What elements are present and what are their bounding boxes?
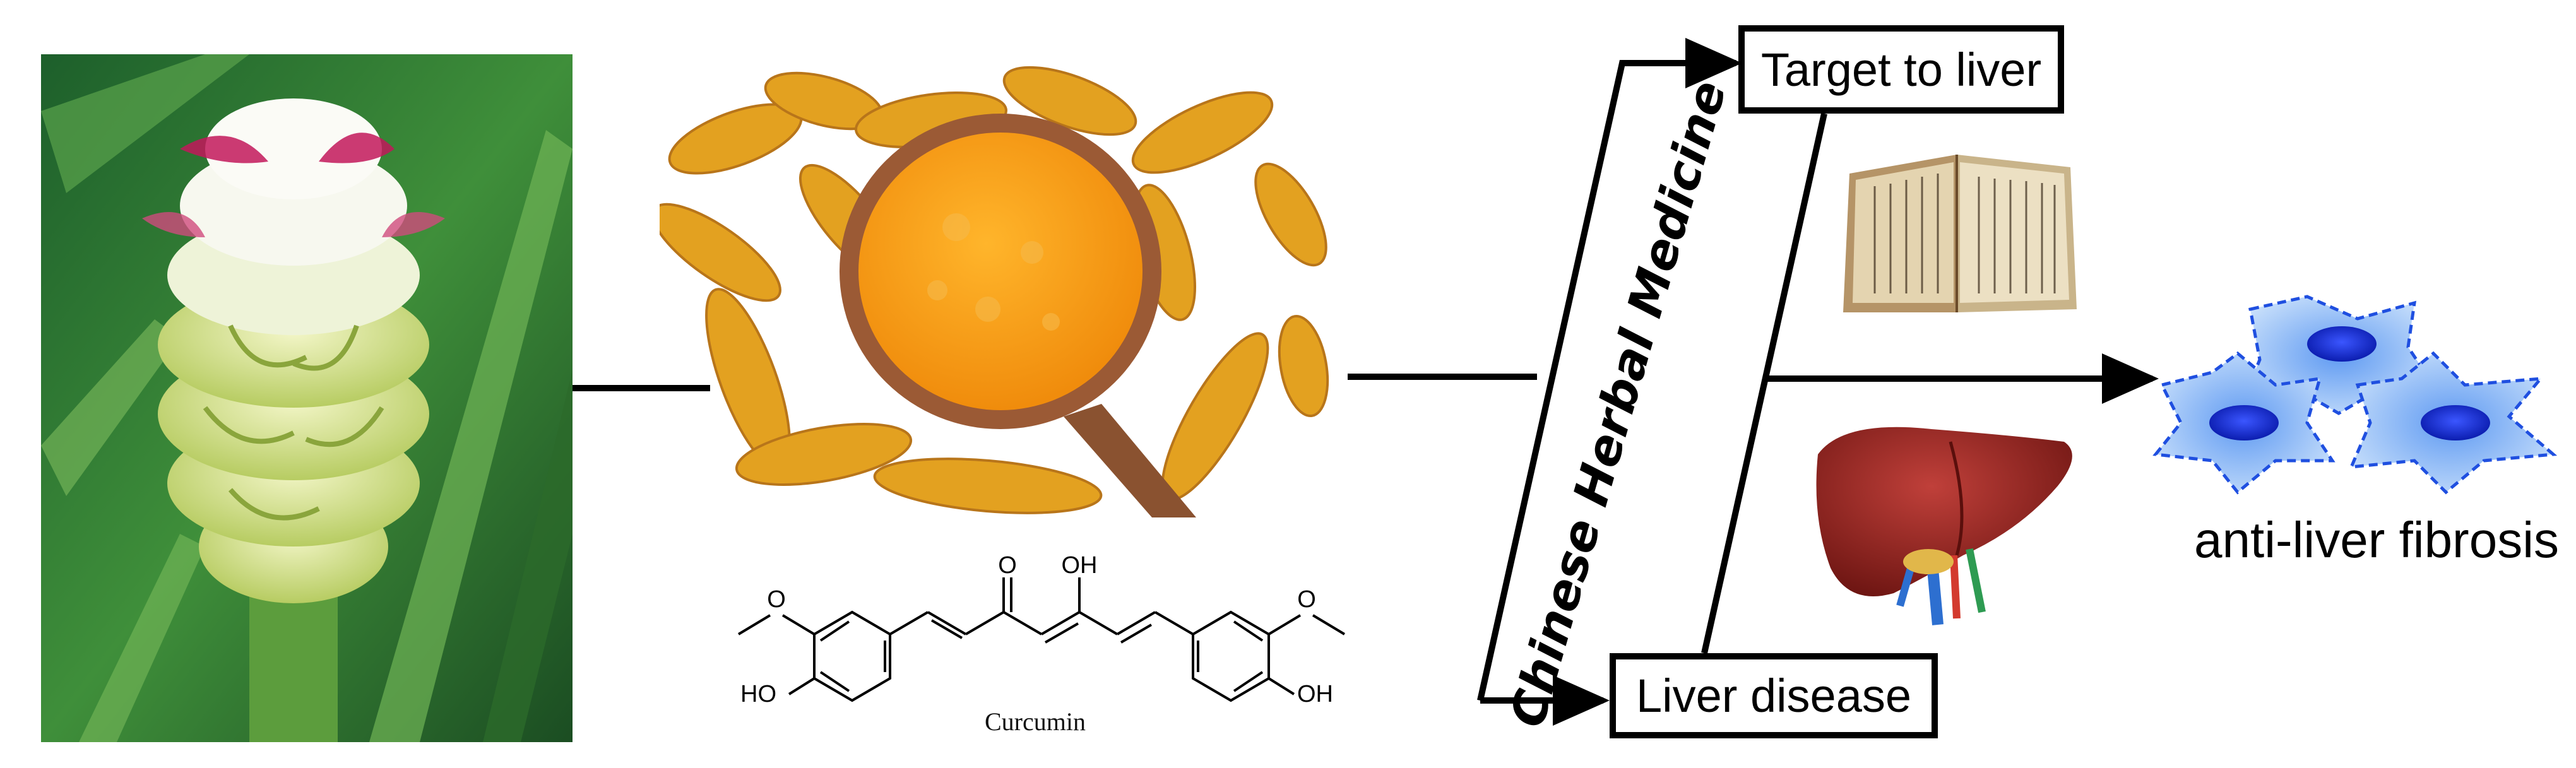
ancient-book-icon xyxy=(1843,155,2077,312)
nucleus-left xyxy=(2209,405,2279,440)
atom-carbonyl-o: O xyxy=(998,552,1017,579)
atom-hydroxy-left: HO xyxy=(740,681,776,707)
target-to-liver-box: Target to liver xyxy=(1738,25,2064,114)
nucleus-top xyxy=(2307,326,2377,362)
atom-methoxy-right: O xyxy=(1297,586,1316,613)
liver-disease-box: Liver disease xyxy=(1610,653,1938,738)
curcumin-structure: O HO O OH O OH xyxy=(737,552,1346,707)
nucleus-right xyxy=(2421,405,2490,440)
connector-target-disease xyxy=(1701,112,1827,654)
arrow-to-target xyxy=(1477,38,1742,702)
liver-organ-icon xyxy=(1816,427,2072,625)
fibrosis-cells-icon xyxy=(2152,295,2558,495)
atom-hydroxy-right: OH xyxy=(1297,681,1333,707)
curcuma-flower-photo xyxy=(41,54,573,742)
turmeric-roots-photo xyxy=(660,63,1348,517)
molecule-caption: Curcumin xyxy=(985,707,1086,736)
outcome-label: anti-liver fibrosis xyxy=(2194,512,2559,568)
atom-enol-oh: OH xyxy=(1062,552,1098,579)
atom-methoxy-left: O xyxy=(767,586,786,613)
